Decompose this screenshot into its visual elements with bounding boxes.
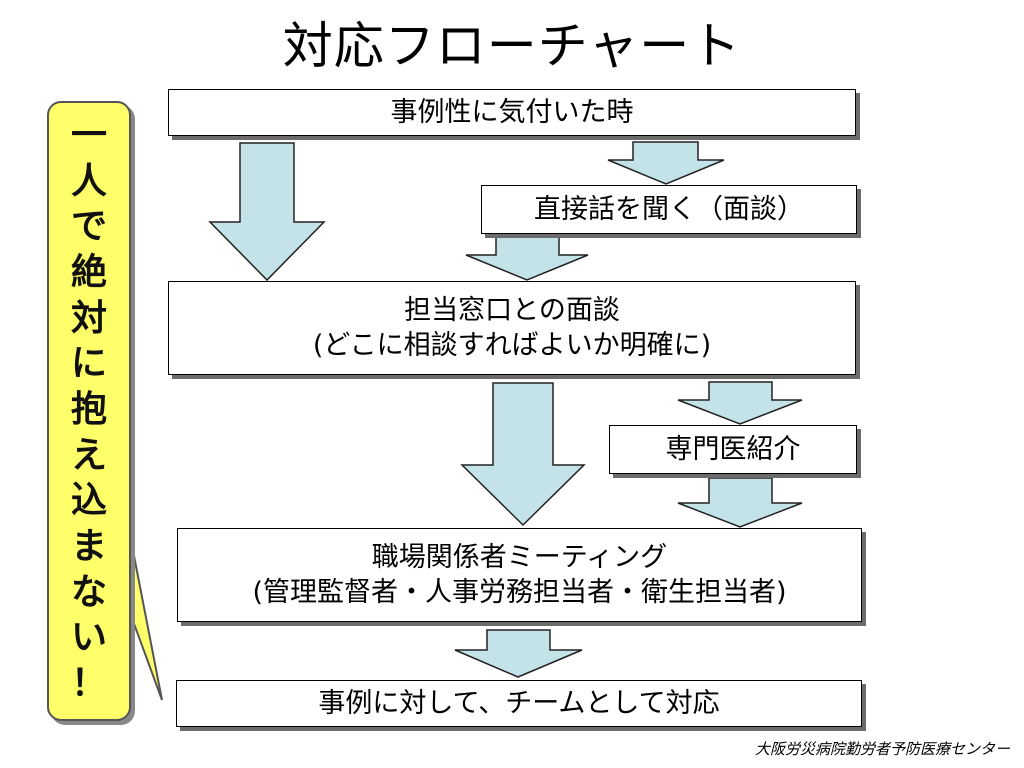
step-text: 事例に対して、チームとして対応	[318, 688, 720, 719]
step-text: 事例性に気付いた時	[390, 97, 634, 128]
arrow-down-icon	[607, 141, 725, 185]
callout-char: で	[70, 206, 107, 248]
callout-char: 込	[70, 480, 107, 522]
step-text: 直接話を聞く（面談）	[534, 194, 804, 225]
callout-char: に	[70, 343, 107, 385]
step-text: 職場関係者ミーティング	[371, 542, 668, 573]
step-specialist-referral: 専門医紹介	[609, 425, 857, 474]
step-team-response: 事例に対して、チームとして対応	[176, 680, 862, 727]
callout-char: 一	[70, 115, 107, 156]
callout-char: ま	[70, 525, 107, 567]
step-direct-interview: 直接話を聞く（面談）	[481, 185, 857, 234]
step-workplace-meeting: 職場関係者ミーティング (管理監督者・人事労務担当者・衛生担当者)	[177, 528, 862, 622]
page-title: 対応フローチャート	[282, 17, 742, 75]
callout-char: 抱	[70, 388, 107, 430]
arrow-down-icon	[677, 381, 803, 425]
step-noticed-case: 事例性に気付いた時	[168, 89, 856, 136]
callout-char: 絶	[70, 251, 107, 293]
step-contact-window-interview: 担当窓口との面談 (どこに相談すればよいか明確に)	[168, 281, 856, 375]
callout-char: 対	[70, 297, 107, 339]
footer-credit: 大阪労災病院勤労者予防医療センター	[754, 740, 1010, 758]
step-subtext: (管理監督者・人事労務担当者・衛生担当者)	[252, 577, 787, 608]
callout-char: ！	[70, 662, 107, 704]
arrow-down-icon	[677, 477, 803, 528]
callout-char: い	[70, 617, 107, 659]
callout-char: え	[70, 434, 107, 476]
arrow-down-icon	[454, 629, 583, 678]
callout-char: 人	[70, 160, 107, 202]
arrow-down-icon	[208, 142, 326, 282]
step-subtext: (どこに相談すればよいか明確に)	[312, 330, 712, 361]
step-text: 専門医紹介	[665, 434, 801, 465]
step-text: 担当窓口との面談	[404, 295, 620, 326]
arrow-down-icon	[460, 382, 586, 527]
callout-bubble: 一 人 で 絶 対 に 抱 え 込 ま な い ！	[47, 101, 131, 721]
callout-char: な	[70, 571, 107, 613]
arrow-down-icon	[465, 234, 589, 281]
